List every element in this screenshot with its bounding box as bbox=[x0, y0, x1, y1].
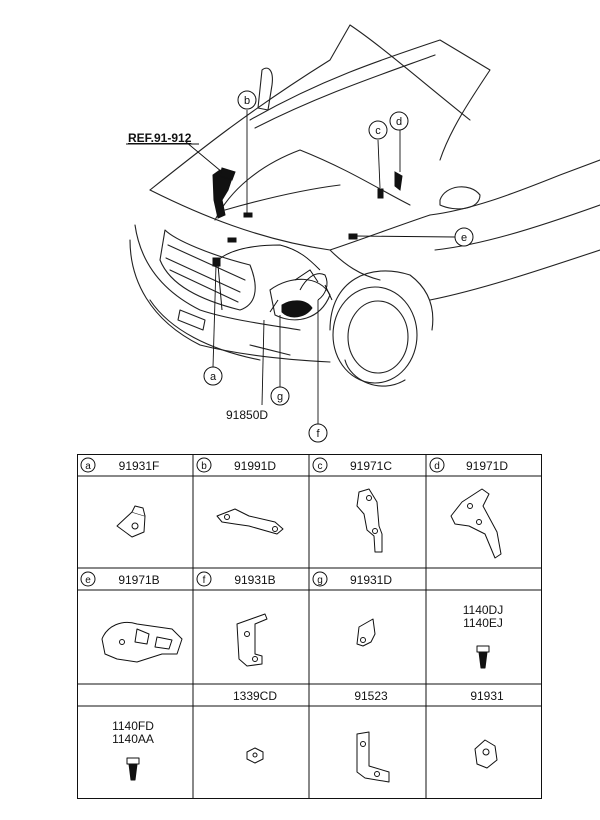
callout-letter: b bbox=[244, 95, 250, 107]
bolt-bottom-drawing bbox=[126, 757, 140, 781]
vehicle-outline bbox=[129, 24, 600, 387]
header-letter: f bbox=[203, 575, 206, 586]
header-part-number: 91523 bbox=[354, 689, 388, 703]
callout-g: g bbox=[270, 386, 290, 406]
header-part-number: 91931 bbox=[470, 689, 504, 703]
table-grid bbox=[77, 454, 542, 799]
part-e-drawing bbox=[101, 621, 183, 663]
parts-table: a 91931F b 91991D c 91971C d 91971D e 91… bbox=[77, 454, 542, 799]
callout-f: f bbox=[308, 423, 328, 443]
harness-wires bbox=[217, 244, 333, 313]
part-91931-drawing bbox=[474, 739, 498, 769]
bolt-top-part-2: 1140EJ bbox=[463, 616, 503, 630]
part-a-drawing bbox=[116, 505, 146, 538]
callout-letter: f bbox=[316, 428, 320, 440]
leader-lines bbox=[185, 110, 456, 425]
callout-letter: d bbox=[396, 116, 402, 128]
callout-d: d bbox=[389, 111, 409, 131]
part-f-drawing bbox=[236, 613, 268, 667]
header-a: a 91931F bbox=[80, 457, 160, 473]
vehicle-wiring-diagram: REF.91-912 b c d e a g f 91850D bbox=[126, 24, 600, 443]
header-letter: c bbox=[318, 461, 323, 472]
part-g-drawing bbox=[356, 618, 376, 647]
header-letter: g bbox=[317, 575, 323, 586]
ref-label: REF.91-912 bbox=[128, 131, 192, 145]
header-letter: e bbox=[85, 575, 91, 586]
bolt-top-drawing bbox=[476, 645, 490, 669]
bolt-top-part-1: 1140DJ bbox=[463, 603, 503, 617]
callout-letter: c bbox=[375, 125, 381, 137]
header-b: b 91991D bbox=[196, 457, 276, 473]
header-part-number: 91971C bbox=[350, 459, 392, 473]
header-part-number: 91991D bbox=[234, 459, 276, 473]
part-b-drawing bbox=[216, 508, 284, 535]
header-part-number: 1339CD bbox=[233, 689, 277, 703]
header-part-number: 91931F bbox=[119, 459, 160, 473]
part-c-drawing bbox=[356, 488, 383, 553]
header-d: d 91971D bbox=[429, 457, 508, 473]
callout-c: c bbox=[368, 120, 388, 140]
part-91523-drawing bbox=[356, 731, 390, 783]
header-f: f 91931B bbox=[196, 571, 276, 587]
part-1339cd-drawing bbox=[246, 747, 264, 764]
wiring-harness bbox=[212, 167, 403, 318]
callout-letter: g bbox=[277, 391, 283, 403]
part-d-drawing bbox=[450, 488, 502, 559]
callout-a: a bbox=[203, 366, 223, 386]
callout-e: e bbox=[454, 227, 474, 247]
callout-letter: e bbox=[461, 232, 467, 244]
header-part-number: 91931B bbox=[234, 573, 275, 587]
header-part-number: 91931D bbox=[350, 573, 392, 587]
header-letter: b bbox=[201, 461, 207, 472]
bolt-bottom-part-2: 1140AA bbox=[112, 732, 154, 746]
header-part-number: 91971D bbox=[466, 459, 508, 473]
header-part-number: 91971B bbox=[118, 573, 159, 587]
header-letter: d bbox=[434, 461, 440, 472]
header-c: c 91971C bbox=[312, 457, 392, 473]
main-part-number: 91850D bbox=[226, 408, 268, 422]
header-e: e 91971B bbox=[80, 571, 160, 587]
callout-b: b bbox=[237, 90, 257, 110]
callout-letter: a bbox=[210, 371, 217, 383]
bolt-bottom-part-1: 1140FD bbox=[112, 719, 154, 733]
header-g: g 91931D bbox=[312, 571, 392, 587]
header-letter: a bbox=[85, 461, 91, 472]
